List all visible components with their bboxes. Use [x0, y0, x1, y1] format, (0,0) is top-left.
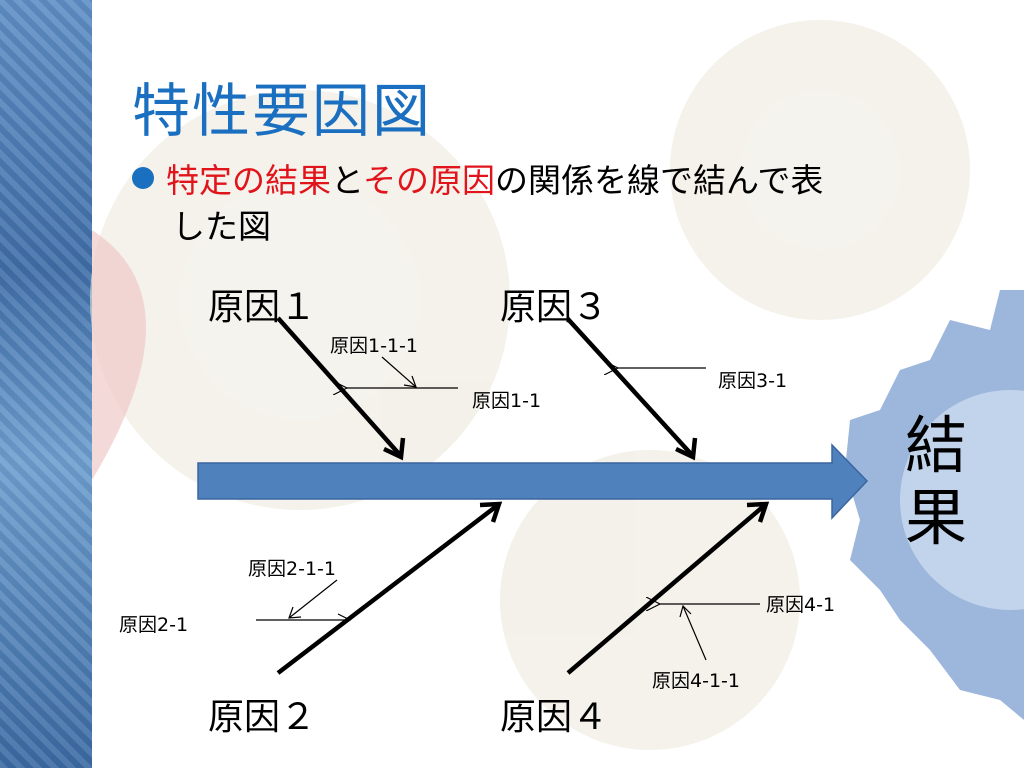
- cause1-1-1-label: 原因1-1-1: [330, 335, 418, 357]
- bullet-rest: の関係を線で結んで表: [495, 161, 824, 200]
- cause2-1-1-arrowhead: [288, 606, 302, 619]
- cause2-1-1-line: [288, 579, 338, 619]
- cause2-1-label: 原因2-1: [119, 614, 189, 636]
- bullet-highlight-result: 特定の結果: [166, 161, 331, 200]
- cause2-arrowhead: [479, 501, 503, 523]
- cause4-1-label: 原因4-1: [766, 594, 836, 616]
- cause1-1-1-line: [381, 356, 417, 388]
- cause1-arrowhead: [383, 437, 406, 461]
- cause1-1-label: 原因1-1: [472, 390, 542, 412]
- bullet-text: 特定の結果とその原因の関係を線で結んで表 した図: [132, 158, 952, 250]
- cause4-1-1-label: 原因4-1-1: [652, 670, 740, 692]
- bullet-line2: した図: [172, 207, 271, 246]
- cause4-line: [566, 503, 767, 675]
- cause3-label: 原因３: [500, 287, 609, 328]
- main-spine-arrow: [197, 443, 869, 520]
- cause2-line: [276, 503, 500, 675]
- cause4-1-1-arrowhead: [679, 604, 692, 618]
- cause2-label: 原因２: [208, 697, 317, 738]
- cause2-1-arrowhead: [337, 613, 352, 627]
- cause2-1-1-label: 原因2-1-1: [248, 558, 336, 580]
- bullet-dot-icon: [132, 167, 154, 189]
- bullet-connector: と: [331, 161, 364, 200]
- cause3-arrowhead: [675, 437, 698, 461]
- cause3-line: [565, 316, 694, 457]
- cause1-1-1-arrowhead: [403, 375, 417, 388]
- left-decorative-strip: [0, 0, 92, 768]
- cause1-label: 原因１: [208, 287, 317, 328]
- bullet-highlight-cause: その原因: [363, 161, 496, 200]
- cause4-arrowhead: [746, 501, 770, 523]
- slide-title: 特性要因図: [132, 77, 433, 145]
- cause3-1-label: 原因3-1: [718, 370, 788, 392]
- result-label: 結果: [905, 409, 968, 554]
- cause4-1-1-line: [682, 605, 707, 661]
- cause4-label: 原因４: [500, 697, 609, 738]
